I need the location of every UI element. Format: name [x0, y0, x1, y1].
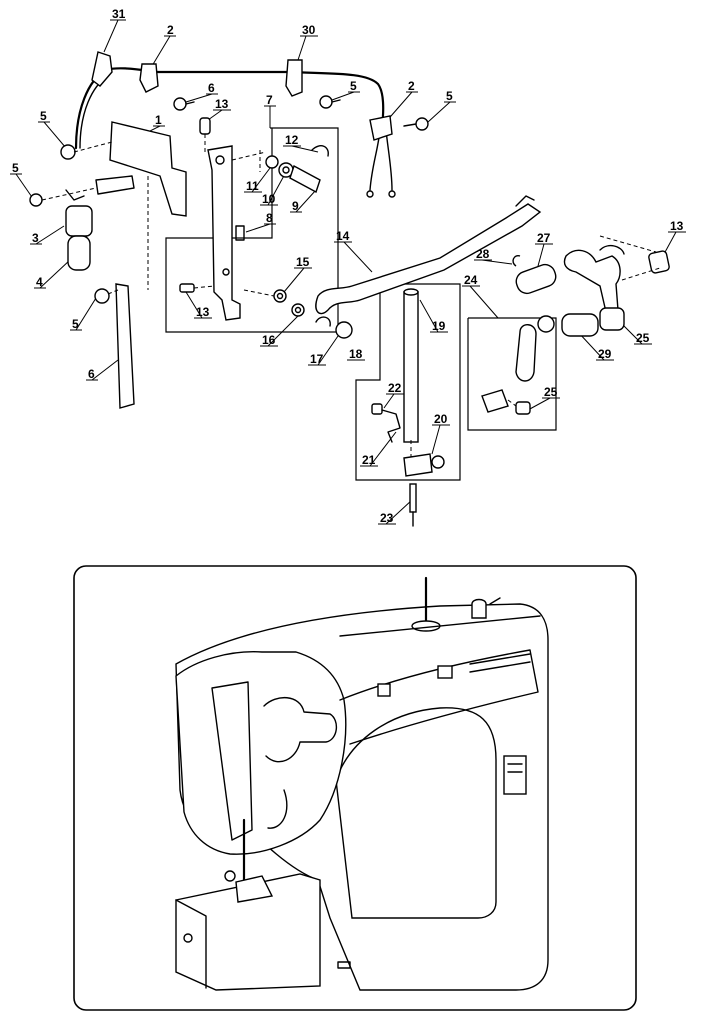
callout-5-top-right: 5 [446, 89, 453, 103]
callout-24: 24 [464, 273, 478, 287]
callout-25-right: 25 [636, 331, 650, 345]
assembly-group-frames [165, 127, 557, 481]
callout-2-right: 2 [408, 79, 415, 93]
callout-5-top-mid: 5 [350, 79, 357, 93]
callout-8: 8 [266, 211, 273, 225]
callout-29: 29 [598, 347, 612, 361]
callout-9: 9 [292, 199, 299, 213]
callout-31: 31 [112, 7, 126, 21]
callout-22: 22 [388, 381, 402, 395]
callout-19: 19 [432, 319, 446, 333]
callout-23: 23 [380, 511, 394, 525]
part-callouts: 31 2 30 2 6 5 5 13 7 5 1 12 5 11 10 9 8 … [10, 7, 686, 525]
callout-5-left-upper: 5 [40, 109, 47, 123]
callout-16: 16 [262, 333, 276, 347]
callout-13-top: 13 [215, 97, 229, 111]
callout-18: 18 [349, 347, 363, 361]
callout-5-lower: 5 [72, 317, 79, 331]
callout-5-left: 5 [12, 161, 19, 175]
callout-21: 21 [362, 453, 376, 467]
callout-13-lower: 13 [196, 305, 210, 319]
callout-25-lower: 25 [544, 385, 558, 399]
callout-2-top: 2 [167, 23, 174, 37]
callout-7: 7 [266, 93, 273, 107]
callout-4: 4 [36, 275, 43, 289]
assembled-machine-view [73, 565, 637, 1011]
callout-1: 1 [155, 113, 162, 127]
callout-6-top: 6 [208, 81, 215, 95]
callout-3: 3 [32, 231, 39, 245]
callout-11: 11 [246, 179, 259, 193]
callout-12: 12 [285, 133, 299, 147]
exploded-parts [29, 51, 670, 527]
callout-30: 30 [302, 23, 316, 37]
callout-14: 14 [336, 229, 350, 243]
callout-20: 20 [434, 412, 448, 426]
callout-15: 15 [296, 255, 310, 269]
callout-13-right: 13 [670, 219, 684, 233]
callout-6-lower: 6 [88, 367, 95, 381]
callout-27: 27 [537, 231, 551, 245]
